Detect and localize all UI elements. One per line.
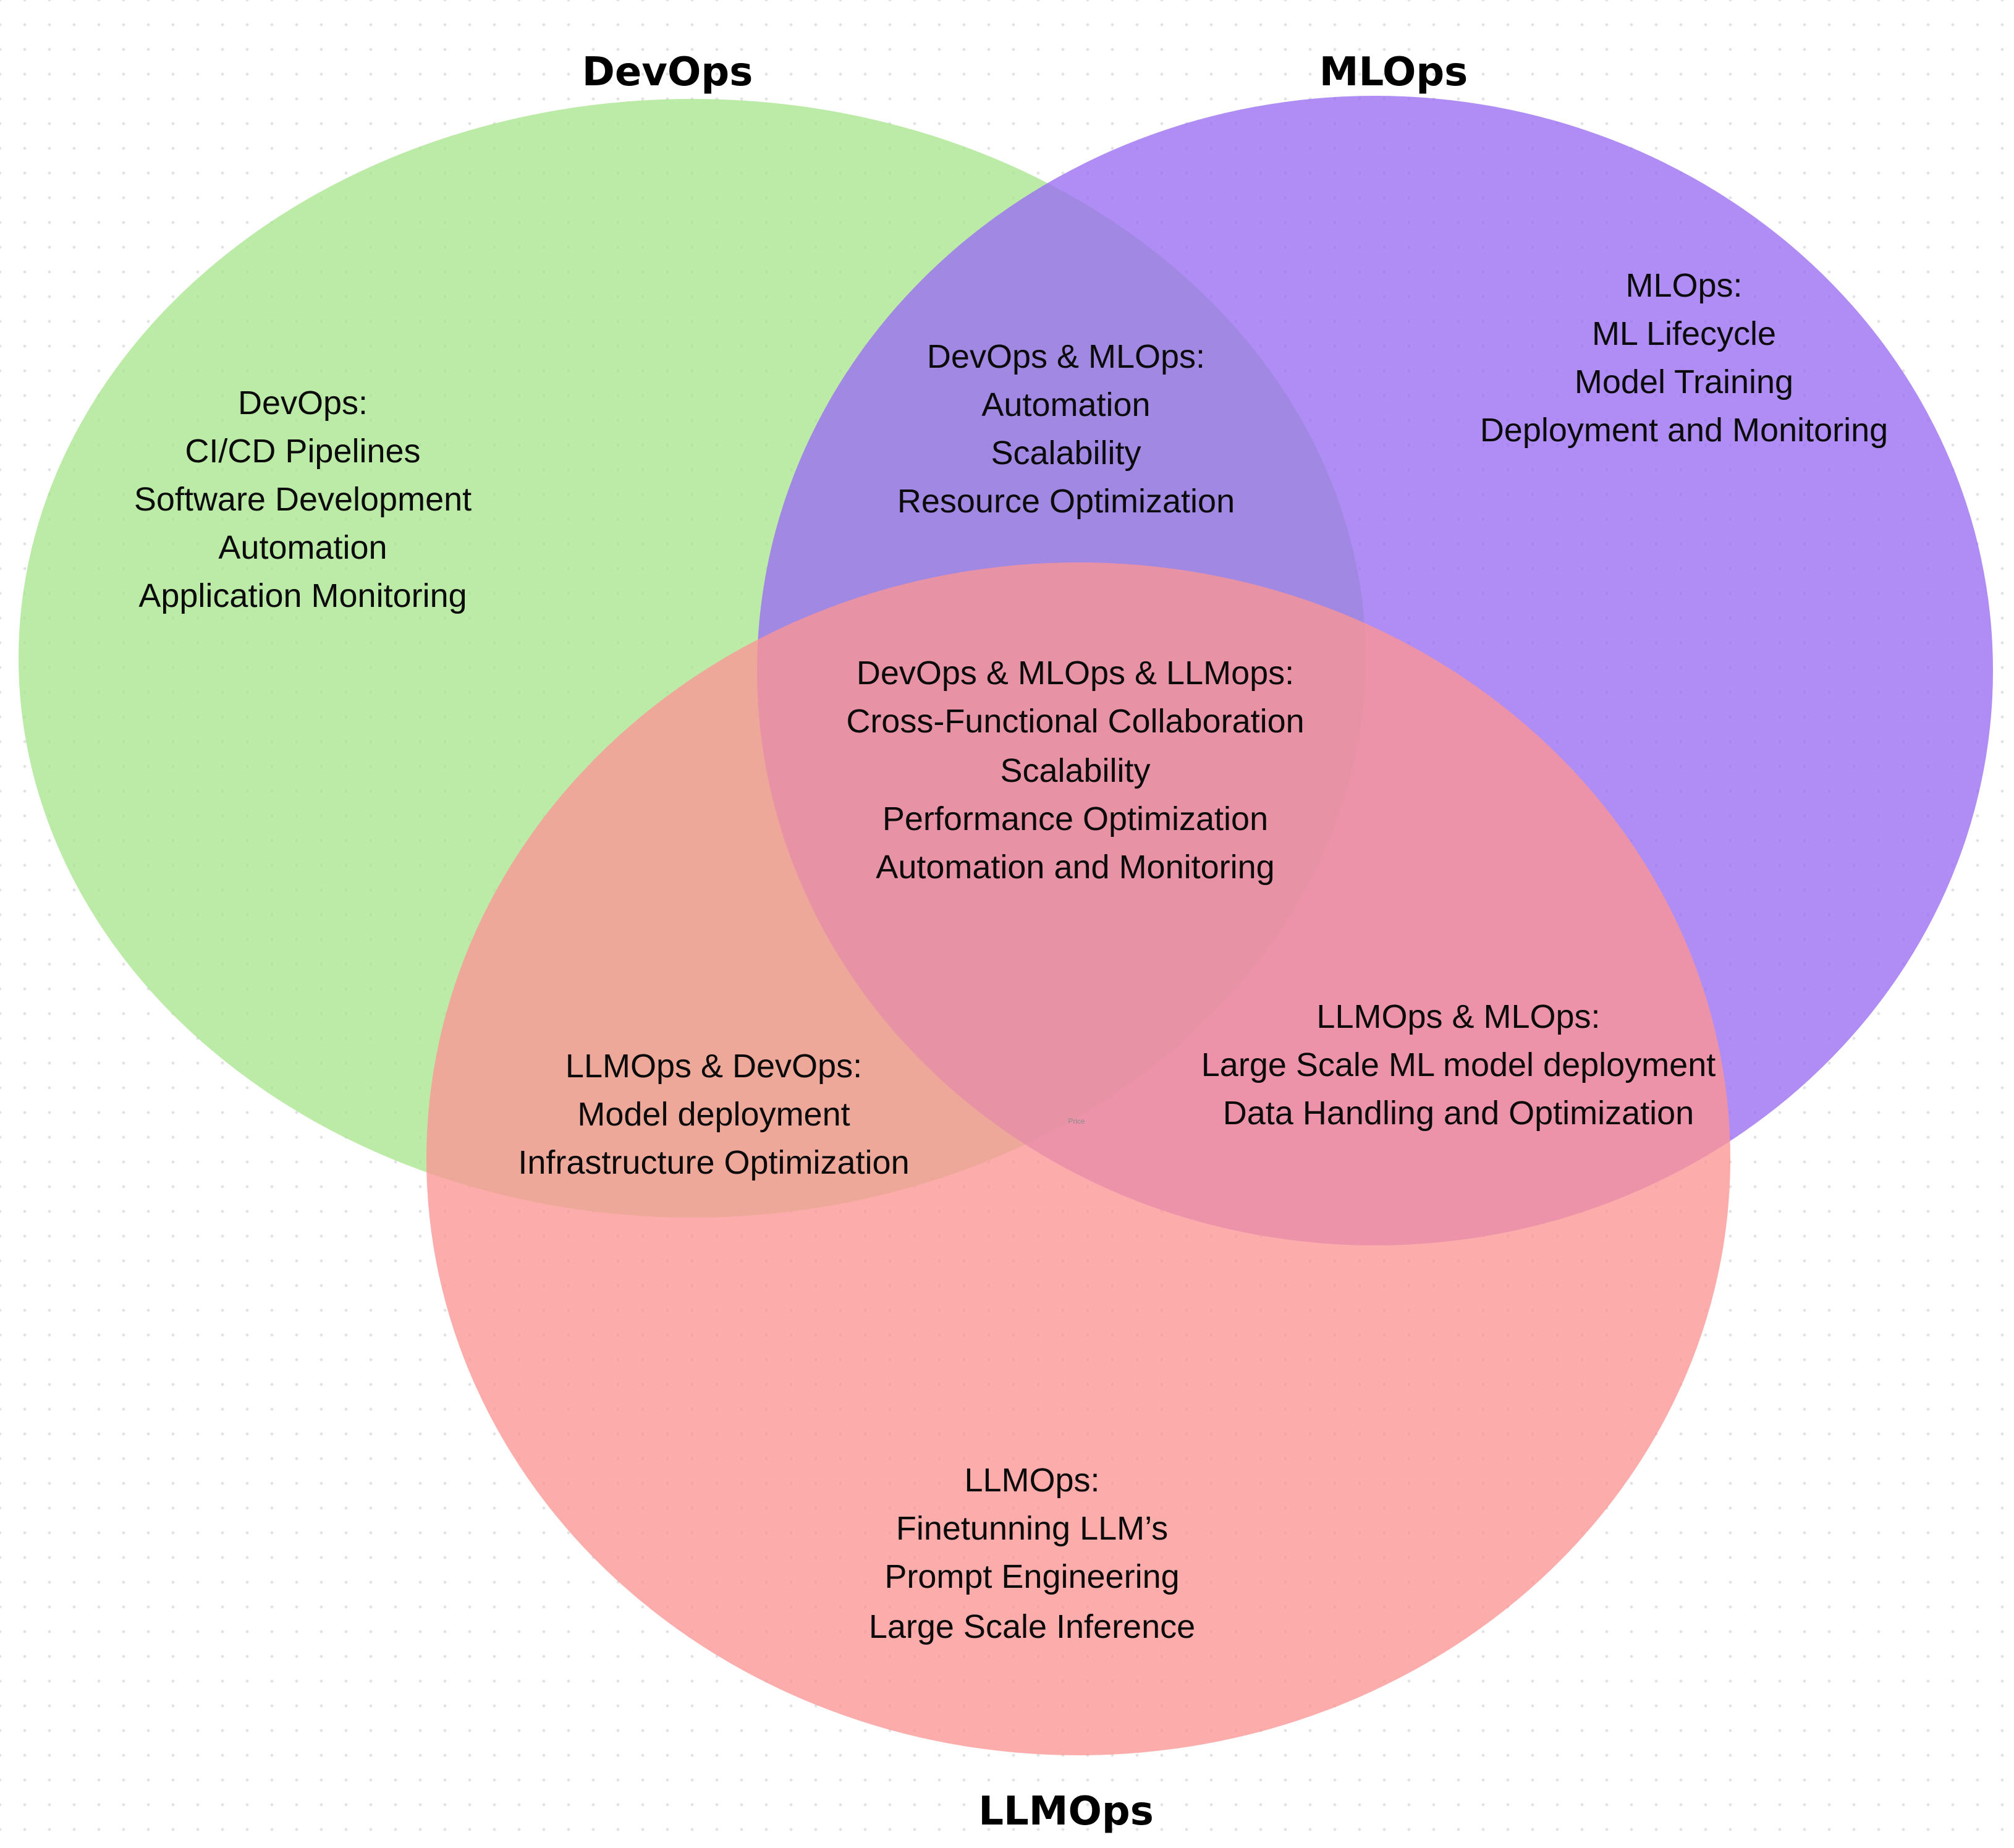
all-three-item: Performance Optimization <box>882 800 1268 837</box>
mlops-only-item: Model Training <box>1575 363 1793 401</box>
llmops-devops-heading: LLMOps & DevOps: <box>565 1048 862 1085</box>
stray-price-label: Price <box>1068 1117 1085 1125</box>
devops-only-item: Software Development <box>134 481 472 518</box>
devops-only-item: CI/CD Pipelines <box>185 433 420 470</box>
devops-only-region: DevOps: CI/CD Pipelines Software Develop… <box>134 384 472 614</box>
llmops-only-region: LLMOps: Finetunning LLM’s Prompt Enginee… <box>869 1462 1195 1645</box>
llmops-devops-item: Infrastructure Optimization <box>518 1144 909 1181</box>
mlops-only-item: Deployment and Monitoring <box>1480 412 1888 449</box>
devops-only-item: Application Monitoring <box>138 577 467 614</box>
devops-only-heading: DevOps: <box>238 384 368 422</box>
all-three-item: Scalability <box>1000 752 1150 789</box>
all-three-item: Cross-Functional Collaboration <box>846 703 1304 740</box>
devops-only-item: Automation <box>218 529 387 566</box>
mlops-only-heading: MLOps: <box>1625 267 1742 304</box>
llmops-devops-region: LLMOps & DevOps: Model deployment Infras… <box>518 1048 909 1181</box>
mlops-only-item: ML Lifecycle <box>1592 315 1776 352</box>
llmops-mlops-region: LLMOps & MLOps: Large Scale ML model dep… <box>1201 998 1716 1132</box>
devops-mlops-item: Automation <box>981 386 1150 423</box>
llmops-only-item: Finetunning LLM’s <box>896 1510 1168 1547</box>
devops-mlops-region: DevOps & MLOps: Automation Scalability R… <box>897 338 1235 520</box>
llmops-mlops-item: Large Scale ML model deployment <box>1201 1046 1716 1083</box>
llmops-devops-item: Model deployment <box>577 1096 850 1133</box>
devops-mlops-item: Resource Optimization <box>897 483 1235 520</box>
llmops-circle <box>426 562 1730 1755</box>
llmops-mlops-heading: LLMOps & MLOps: <box>1316 998 1600 1035</box>
mlops-only-region: MLOps: ML Lifecycle Model Training Deplo… <box>1480 267 1888 449</box>
llmops-only-heading: LLMOps: <box>964 1462 1099 1499</box>
llmops-mlops-item: Data Handling and Optimization <box>1223 1095 1694 1132</box>
llmops-only-item: Large Scale Inference <box>869 1608 1195 1645</box>
devops-mlops-item: Scalability <box>991 434 1141 472</box>
llmops-only-item: Prompt Engineering <box>884 1558 1179 1595</box>
all-three-item: Automation and Monitoring <box>876 849 1274 886</box>
devops-title: DevOps <box>582 49 753 95</box>
all-three-heading: DevOps & MLOps & LLMops: <box>857 655 1294 692</box>
devops-mlops-heading: DevOps & MLOps: <box>927 338 1205 375</box>
llmops-title: LLMOps <box>978 1789 1154 1834</box>
mlops-title: MLOps <box>1319 49 1468 95</box>
all-three-region: DevOps & MLOps & LLMops: Cross-Functiona… <box>846 655 1304 886</box>
